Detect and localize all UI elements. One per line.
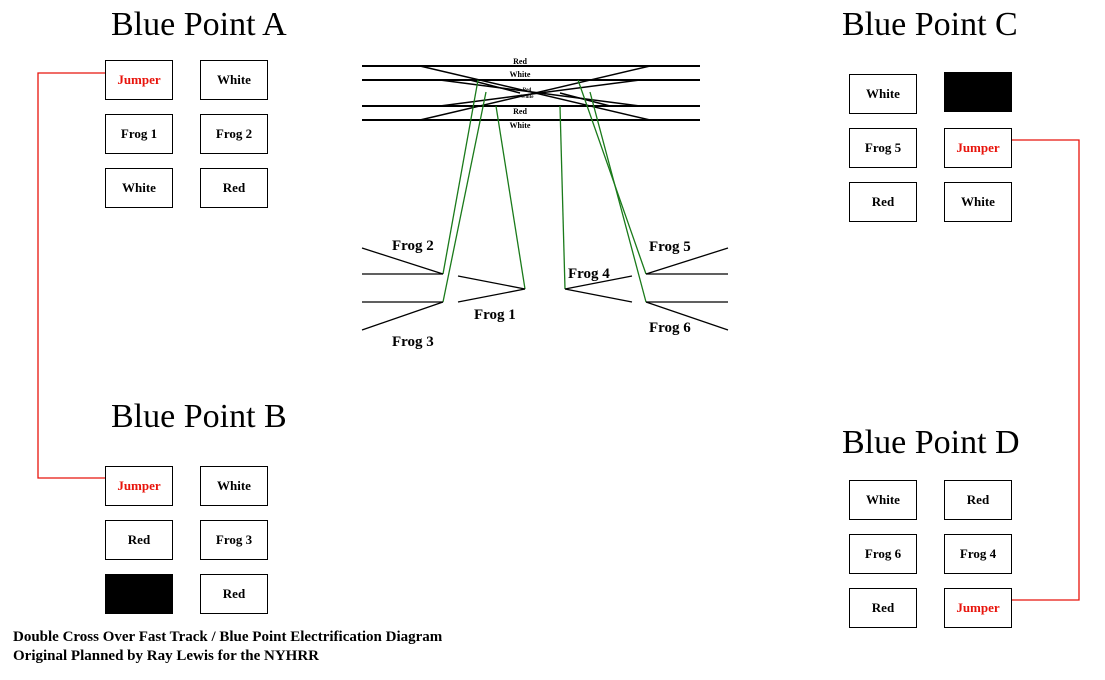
rails [362, 65, 700, 121]
footer-caption: Double Cross Over Fast Track / Blue Poin… [13, 628, 442, 666]
rail-label: Red [513, 57, 527, 66]
crossover-diagonals [419, 65, 651, 121]
rail-label: White [510, 70, 531, 79]
panel-c-cell: Jumper [944, 128, 1012, 168]
panel-a-cell: Jumper [105, 60, 173, 100]
jumper-wire-c-d [1012, 139, 1080, 601]
panel-d-cell: White [849, 480, 917, 520]
panel-b-cell: Jumper [105, 466, 173, 506]
panel-d-title: Blue Point D [842, 424, 1020, 461]
panel-b-cell: Red [105, 520, 173, 560]
panel-b-cell: Red [200, 574, 268, 614]
panel-d-cell: Frog 6 [849, 534, 917, 574]
panel-b-cell: Frog 3 [200, 520, 268, 560]
jumper-wire-a-b [37, 72, 105, 479]
panel-c-cell: White [849, 74, 917, 114]
rail-label: Red [513, 107, 527, 116]
panel-c-cell-filled [944, 72, 1012, 112]
panel-c-cell: Red [849, 182, 917, 222]
panel-a-cell: Red [200, 168, 268, 208]
panel-c-cell: Frog 5 [849, 128, 917, 168]
panel-a-cell: White [200, 60, 268, 100]
turnout-diagram [361, 247, 729, 331]
panel-d-cell: Red [849, 588, 917, 628]
panel-c-cell: White [944, 182, 1012, 222]
panel-c-title: Blue Point C [842, 6, 1018, 43]
footer-line-2: Original Planned by Ray Lewis for the NY… [13, 648, 319, 664]
rail-label: Red [523, 88, 532, 93]
panel-a-title: Blue Point A [111, 6, 287, 43]
frog-feeder-wires [442, 79, 647, 303]
frog-label: Frog 2 [392, 238, 434, 254]
frog-label: Frog 3 [392, 334, 434, 350]
frog-label: Frog 1 [474, 307, 516, 323]
panel-a-cell: Frog 2 [200, 114, 268, 154]
panel-a-cell: White [105, 168, 173, 208]
panel-a-cell: Frog 1 [105, 114, 173, 154]
panel-b-title: Blue Point B [111, 398, 287, 435]
footer-line-1: Double Cross Over Fast Track / Blue Poin… [13, 629, 443, 645]
panel-b-cell: White [200, 466, 268, 506]
frog-label: Frog 5 [649, 239, 691, 255]
rail-label: White [510, 121, 531, 130]
panel-d-cell: Jumper [944, 588, 1012, 628]
panel-d-cell: Frog 4 [944, 534, 1012, 574]
frog-label: Frog 6 [649, 320, 691, 336]
panel-d-cell: Red [944, 480, 1012, 520]
rail-label: White [520, 95, 534, 100]
frog-label: Frog 4 [568, 266, 610, 282]
panel-b-cell-filled [105, 574, 173, 614]
